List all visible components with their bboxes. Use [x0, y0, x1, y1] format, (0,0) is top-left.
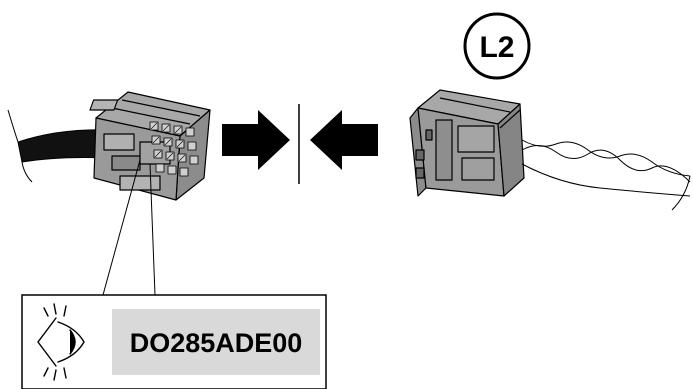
l2-badge: L2: [463, 12, 531, 80]
callout-box: DO285ADE00: [21, 294, 327, 389]
part-code-background: [112, 309, 320, 375]
arrow-left-icon: [310, 110, 378, 170]
right-connector: [409, 89, 525, 197]
part-code: DO285ADE00: [130, 328, 303, 358]
l2-badge-label: L2: [479, 31, 514, 64]
eye-icon: [37, 303, 85, 381]
arrow-right-icon: [222, 110, 290, 170]
left-connector: [89, 91, 211, 201]
right-wires: [521, 139, 691, 211]
callout-leader-lines: [102, 159, 156, 296]
